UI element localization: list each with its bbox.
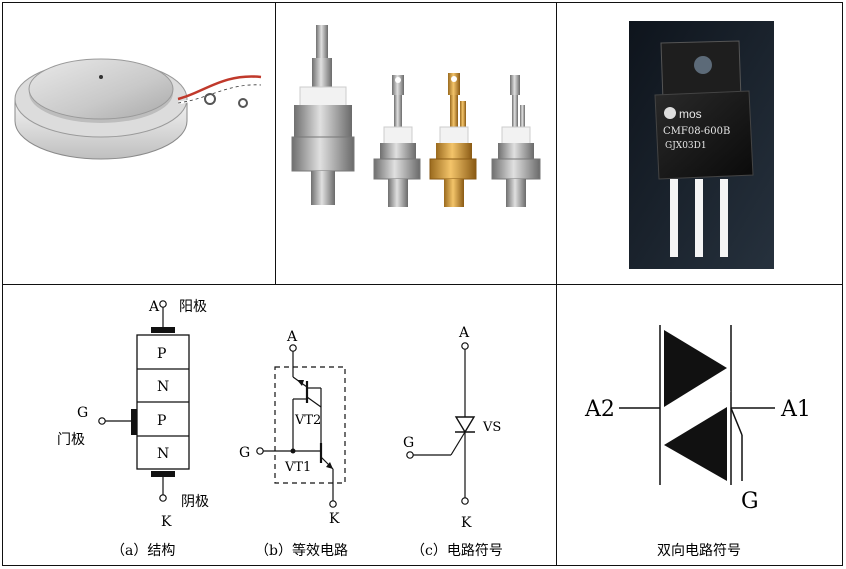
structure-layer-2: N <box>157 379 169 395</box>
triac-caption: 双向电路符号 <box>657 543 741 559</box>
to220-part-text: CMF08-600B <box>663 126 730 137</box>
symbol-caption: （c）电路符号 <box>411 543 503 559</box>
triac-symbol: A2 A1 G 双向电路符号 <box>584 325 811 559</box>
equivalent-gate-letter: G <box>239 445 250 461</box>
structure-cathode-label: 阴极 <box>181 494 209 510</box>
symbol-cathode-letter: K <box>461 515 472 531</box>
equivalent-vt2-label: VT2 <box>294 413 321 428</box>
grid-line <box>3 284 842 285</box>
structure-layer-1: P <box>157 346 166 362</box>
stud-thyristors-photo <box>276 3 556 284</box>
structure-gate-label: 门极 <box>57 432 85 448</box>
triac-a2-label: A2 <box>584 397 615 422</box>
structure-anode-label: 阳极 <box>179 299 207 315</box>
thyristor-diagrams: A 阳极 P N P N G 门极 阴极 K <box>3 285 556 565</box>
structure-layer-3: P <box>157 413 166 429</box>
structure-gate-letter: G <box>77 405 88 421</box>
equivalent-caption: （b）等效电路 <box>255 542 348 559</box>
equivalent-circuit-diagram: A VT2 <box>239 329 348 559</box>
grid-line <box>275 3 276 285</box>
structure-diagram: A 阳极 P N P N G 门极 阴极 K <box>57 299 209 559</box>
to220-code-text: GJX03D1 <box>665 141 707 151</box>
triac-gate-label: G <box>741 489 759 514</box>
thyristor-symbol-diagram: A G VS K （c）电路符号 <box>403 325 503 559</box>
symbol-gate-letter: G <box>403 435 414 451</box>
structure-layer-4: N <box>157 446 169 462</box>
to220-photo: mos CMF08-600B GJX03D1 <box>557 3 842 284</box>
disc-thyristor-photo <box>3 3 275 284</box>
equivalent-cathode-letter: K <box>329 511 340 527</box>
equivalent-vt1-label: VT1 <box>284 460 311 475</box>
triac-a1-label: A1 <box>780 397 811 422</box>
equivalent-anode-letter: A <box>286 329 298 345</box>
symbol-anode-letter: A <box>458 325 470 341</box>
symbol-device-label: VS <box>482 420 501 435</box>
structure-caption: （a）结构 <box>111 543 175 559</box>
structure-cathode-letter: K <box>161 514 172 530</box>
to220-brand-text: mos <box>679 107 702 121</box>
structure-anode-letter: A <box>148 299 160 315</box>
triac-symbol-cell: A2 A1 G 双向电路符号 <box>557 285 842 565</box>
